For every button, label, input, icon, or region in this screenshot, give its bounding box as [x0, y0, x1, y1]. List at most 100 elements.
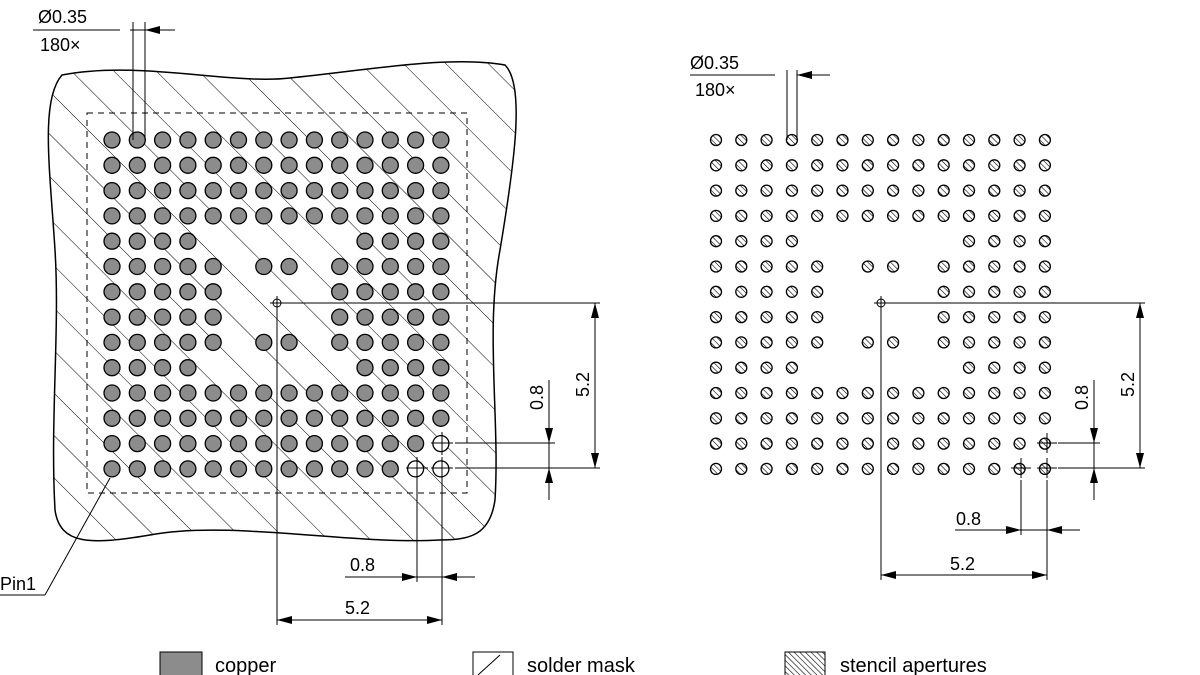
stencil-aperture-r2-c10 [962, 184, 976, 197]
stencil-aperture-r2-c6 [861, 184, 874, 197]
copper-pad-r6-c12 [406, 283, 425, 301]
stencil-aperture-r13-c11 [988, 462, 1001, 476]
stencil-aperture-r5-c0 [709, 260, 723, 273]
stencil-aperture-r3-c2 [760, 209, 773, 223]
copper-pad-r1-c5 [229, 156, 248, 174]
stencil-aperture-r0-c0 [709, 133, 723, 147]
stencil-aperture-r2-c4 [811, 184, 824, 197]
stencil-aperture-r9-c0 [709, 361, 723, 374]
copper-pad-r11-c1 [128, 409, 146, 427]
copper-pad-r4-c13 [432, 232, 450, 250]
copper-pad-r5-c2 [153, 257, 172, 276]
copper-pad-r4-c12 [406, 232, 425, 250]
copper-pad-r5-c4 [204, 257, 222, 276]
copper-pad-r0-c4 [204, 131, 222, 149]
copper-pad-r5-c6 [255, 257, 273, 276]
copper-pad-r11-c9 [331, 409, 349, 427]
stencil-aperture-r13-c7 [886, 462, 900, 476]
copper-pad-r13-c12 [406, 460, 425, 478]
stencil-aperture-r3-c4 [811, 209, 824, 223]
stencil-aperture-r12-c6 [861, 437, 874, 450]
stencil-aperture-r5-c9 [937, 260, 950, 273]
copper-pad-r8-c13 [432, 333, 450, 352]
stencil-aperture-r12-c12 [1013, 437, 1026, 450]
legend-copper-label: copper [215, 655, 276, 675]
stencil-aperture-r6-c9 [937, 285, 950, 298]
copper-pad-r7-c2 [153, 308, 172, 326]
copper-pad-r8-c4 [204, 333, 222, 352]
stencil-aperture-r11-c0 [709, 412, 723, 425]
right-diameter-label: Ø0.35 [690, 53, 739, 73]
right-pitch-h-label: 0.8 [956, 509, 981, 529]
stencil-aperture-r4-c1 [735, 235, 748, 248]
stencil-aperture-r8-c4 [811, 336, 824, 349]
copper-pad-r5-c13 [432, 257, 450, 276]
copper-pad-r9-c0 [103, 359, 121, 377]
right-span-h-label: 5.2 [950, 554, 975, 574]
stencil-aperture-r1-c1 [735, 159, 748, 172]
copper-pad-r4-c0 [103, 232, 121, 250]
stencil-aperture-r7-c10 [962, 310, 976, 324]
copper-pad-r1-c3 [179, 156, 197, 174]
right-dimension-arrows [797, 71, 1144, 579]
copper-pad-r13-c10 [356, 460, 374, 478]
stencil-aperture-r4-c13 [1038, 235, 1052, 248]
stencil-aperture-r10-c6 [861, 386, 874, 400]
stencil-aperture-r11-c10 [962, 412, 976, 425]
copper-pad-r2-c8 [305, 181, 324, 200]
stencil-aperture-r11-c6 [861, 412, 874, 425]
copper-pad-r12-c4 [204, 434, 222, 453]
stencil-aperture-r3-c11 [988, 209, 1001, 223]
stencil-aperture-r2-c2 [760, 184, 773, 197]
stencil-aperture-r2-c3 [785, 184, 799, 197]
right-pitch-v-label: 0.8 [1072, 385, 1092, 410]
copper-pad-r7-c3 [179, 308, 197, 326]
stencil-aperture-r5-c3 [785, 260, 799, 273]
copper-pad-r11-c3 [179, 409, 197, 427]
left-dimension-arrows [145, 26, 599, 624]
copper-pad-r10-c1 [128, 384, 146, 402]
copper-pad-r11-c13 [432, 409, 450, 427]
legend-mask-label: solder mask [527, 655, 636, 675]
stencil-aperture-r5-c7 [886, 260, 900, 273]
stencil-aperture-r13-c10 [962, 462, 976, 476]
stencil-aperture-r10-c0 [709, 386, 723, 400]
stencil-aperture-r0-c10 [962, 133, 976, 147]
copper-pad-r4-c3 [179, 232, 197, 250]
stencil-aperture-r7-c0 [709, 310, 723, 324]
stencil-aperture-r13-c12 [1013, 462, 1026, 476]
stencil-aperture-r0-c7 [886, 133, 900, 147]
copper-pad-r1-c8 [305, 156, 324, 174]
copper-pad-r0-c9 [331, 131, 349, 149]
copper-pad-r7-c0 [103, 308, 121, 326]
stencil-aperture-r12-c1 [735, 437, 748, 450]
stencil-aperture-r9-c1 [735, 361, 748, 374]
stencil-aperture-r13-c5 [836, 462, 849, 476]
stencil-aperture-r11-c8 [912, 412, 925, 425]
copper-pad-r0-c1 [128, 131, 146, 149]
copper-pad-r8-c9 [331, 333, 349, 352]
stencil-aperture-r7-c9 [937, 310, 950, 324]
stencil-aperture-r0-c11 [988, 133, 1001, 147]
stencil-aperture-r4-c12 [1013, 235, 1026, 248]
copper-pad-r0-c0 [103, 131, 121, 149]
copper-pad-r3-c13 [432, 207, 450, 225]
stencil-aperture-r10-c1 [735, 386, 748, 400]
stencil-aperture-r12-c11 [988, 437, 1001, 450]
stencil-aperture-r13-c3 [785, 462, 799, 476]
left-pad-grid [103, 131, 450, 478]
copper-pad-r5-c9 [331, 257, 349, 276]
stencil-aperture-r8-c0 [709, 336, 723, 349]
copper-pad-r0-c5 [229, 131, 248, 149]
copper-pad-r9-c3 [179, 359, 197, 377]
copper-pad-r13-c9 [331, 460, 349, 478]
copper-pad-r6-c0 [103, 283, 121, 301]
left-count-label: 180× [40, 35, 81, 55]
copper-pad-r2-c1 [128, 181, 146, 200]
stencil-aperture-r8-c1 [735, 336, 748, 349]
stencil-aperture-r7-c2 [760, 310, 773, 324]
copper-pad-r10-c5 [229, 384, 248, 402]
copper-pad-r6-c9 [331, 283, 349, 301]
stencil-aperture-r12-c5 [836, 437, 849, 450]
copper-pad-r10-c3 [179, 384, 197, 402]
